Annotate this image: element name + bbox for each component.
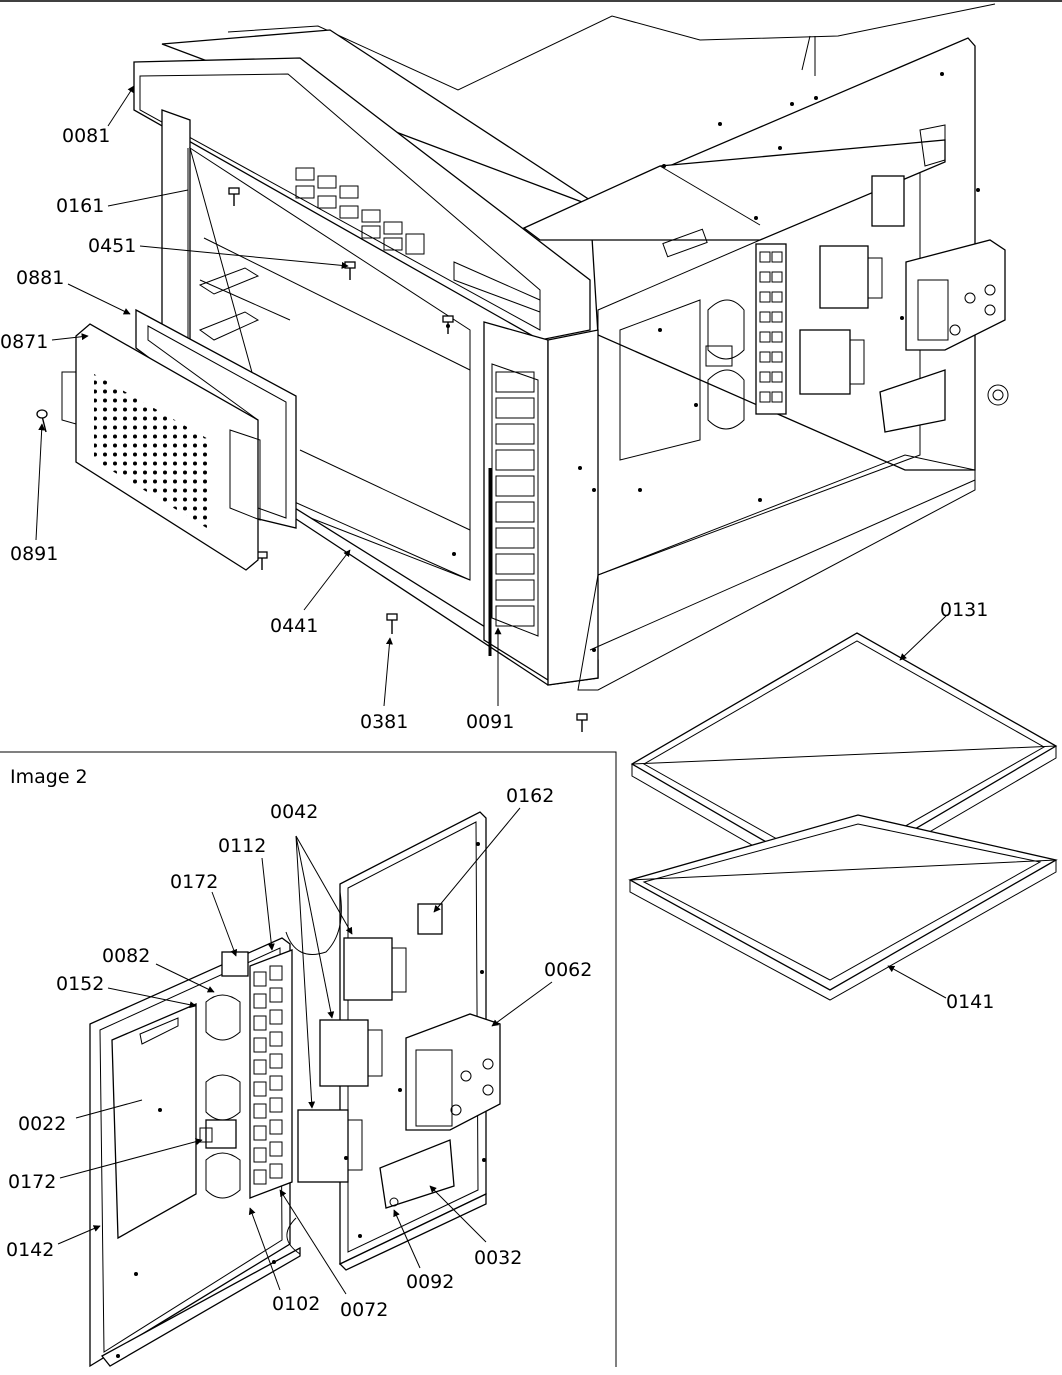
inset-image-2: Image 2 xyxy=(0,751,617,1368)
contactor-0062 xyxy=(405,1013,501,1131)
tray-0131 xyxy=(630,632,1058,891)
label-0161: 0161 xyxy=(56,195,104,217)
chassis-relay-1 xyxy=(819,245,883,309)
chassis-relay-2 xyxy=(799,329,865,395)
label-0032: 0032 xyxy=(474,1247,522,1269)
fuse-holders-0152 xyxy=(205,994,241,1199)
label-0091: 0091 xyxy=(466,711,514,733)
main-assembly xyxy=(36,3,1058,1001)
label-0451: 0451 xyxy=(88,235,136,257)
switch-0162 xyxy=(417,903,443,935)
main-callouts: 0081 0161 0451 0881 0871 0891 0441 0381 … xyxy=(0,85,994,1013)
clip-0172-upper xyxy=(221,951,249,977)
screw-0381 xyxy=(386,613,398,634)
chassis-board xyxy=(879,369,946,433)
relay-0042-a xyxy=(343,937,407,1001)
tray-0141 xyxy=(628,814,1058,1001)
label-0082: 0082 xyxy=(102,945,150,967)
label-0172-upper: 0172 xyxy=(170,871,218,893)
relay-0042-b xyxy=(319,1019,383,1087)
terminal-block-0112 xyxy=(249,949,293,1199)
label-0131: 0131 xyxy=(940,599,988,621)
inset-title: Image 2 xyxy=(10,766,88,788)
relay-0072 xyxy=(297,1109,363,1183)
screw-cavity xyxy=(442,315,454,334)
label-0162: 0162 xyxy=(506,785,554,807)
label-0152: 0152 xyxy=(56,973,104,995)
side-keypad xyxy=(495,371,535,627)
board-0022 xyxy=(111,1003,197,1240)
screw-0451 xyxy=(344,261,356,280)
label-0081: 0081 xyxy=(62,125,110,147)
label-0022: 0022 xyxy=(18,1113,66,1135)
label-0441: 0441 xyxy=(270,615,318,637)
label-0381: 0381 xyxy=(360,711,408,733)
chassis-terminal-block xyxy=(755,243,787,415)
label-0141: 0141 xyxy=(946,991,994,1013)
chassis-relay-3 xyxy=(871,175,905,227)
label-0072: 0072 xyxy=(340,1299,388,1321)
label-0891: 0891 xyxy=(10,543,58,565)
label-0871: 0871 xyxy=(0,331,48,353)
label-0102: 0102 xyxy=(272,1293,320,1315)
label-0062: 0062 xyxy=(544,959,592,981)
label-0112: 0112 xyxy=(218,835,266,857)
chassis-contactor xyxy=(905,239,1006,351)
screw-0891 xyxy=(36,409,48,433)
clip-0172-lower xyxy=(199,1119,237,1149)
label-0881: 0881 xyxy=(16,267,64,289)
screw-bottom xyxy=(576,713,588,732)
top-keypad xyxy=(295,167,541,313)
label-0092: 0092 xyxy=(406,1271,454,1293)
label-0142: 0142 xyxy=(6,1239,54,1261)
label-0172-lower: 0172 xyxy=(8,1171,56,1193)
label-0042: 0042 xyxy=(270,801,318,823)
chassis-knob xyxy=(987,384,1009,406)
wire-harness xyxy=(285,891,342,955)
screw-0161 xyxy=(228,187,240,206)
chassis-fuse-holders xyxy=(705,299,745,430)
